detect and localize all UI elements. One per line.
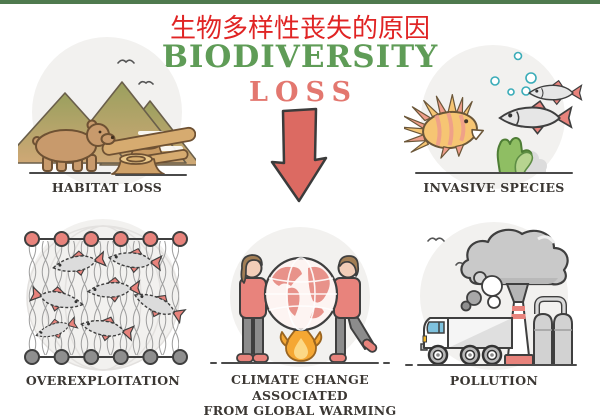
stump-icon-front [111, 153, 165, 175]
net-top-rope [24, 231, 188, 247]
pipe [534, 296, 567, 314]
habitat-loss-label: HABITAT LOSS [51, 180, 163, 195]
top-green-border [0, 0, 600, 4]
page-title-loss: LOSS [249, 77, 358, 108]
habitat-loss-illustration [18, 37, 196, 184]
seaweed-icon [496, 137, 534, 174]
wheel-icon [427, 344, 503, 366]
bird-icon [117, 59, 154, 85]
tank-icon [533, 312, 573, 366]
page-title-biodiversity: BIODIVERSITY [161, 39, 439, 75]
overexploitation-illustration [24, 219, 188, 371]
climate-change-label: CLIMATE CHANGE ASSOCIATED FROM GLOBAL WA… [190, 372, 410, 419]
ground-line [29, 172, 187, 176]
climate-change-illustration [210, 227, 390, 367]
net-bottom-rope [24, 349, 188, 365]
pollution-label: POLLUTION [449, 373, 539, 388]
invasive-species-illustration [404, 45, 583, 189]
overexploitation-label: OVEREXPLOITATION [25, 373, 181, 388]
lionfish-icon [404, 93, 485, 159]
bear-icon [32, 119, 116, 172]
pollution-illustration [405, 222, 577, 370]
flame-icon [279, 321, 323, 362]
climate-change-label-line2: FROM GLOBAL WARMING [203, 403, 397, 418]
exhaust-smoke [460, 271, 503, 312]
page-title-chinese: 生物多样性丧失的原因 [169, 14, 430, 44]
climate-change-label-line1: CLIMATE CHANGE ASSOCIATED [231, 372, 369, 403]
invasive-species-label: INVASIVE SPECIES [423, 180, 565, 195]
truck-icon [420, 317, 513, 366]
globe-icon [263, 256, 339, 332]
down-arrow-icon [270, 107, 328, 203]
bubble-icon [490, 51, 537, 96]
